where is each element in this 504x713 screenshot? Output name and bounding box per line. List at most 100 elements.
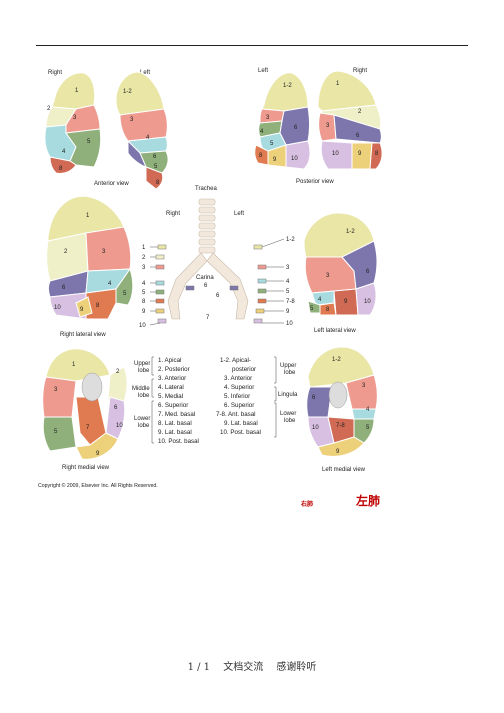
lb12 (253, 244, 263, 250)
tb-l78: 7-8 (286, 299, 295, 305)
carina-label: Carina (196, 275, 214, 281)
rl-seg5 (115, 267, 134, 306)
rb5 (155, 289, 165, 295)
footer-text-1: 文档交流 (223, 662, 264, 673)
legend-l-lower: Lower (280, 411, 296, 417)
rm-n6: 6 (114, 405, 118, 411)
anterior-right-label: Right (48, 70, 62, 76)
post-r-n2: 2 (358, 109, 362, 115)
rb10 (157, 318, 167, 324)
post-left-seg12 (261, 72, 309, 112)
tb-r7: 7 (206, 315, 210, 321)
lseg-5: 5. Inferior (224, 393, 250, 400)
legend-r-middle: Middle (132, 386, 150, 392)
post-r-n9: 9 (358, 151, 362, 157)
legend-r-lower: Lower (134, 416, 150, 422)
anterior-left-label: Left (140, 70, 150, 76)
lm-n3: 3 (362, 383, 366, 389)
rl-n3: 3 (102, 249, 106, 255)
ll-seg4 (311, 290, 335, 306)
rseg-10: 10. Post. basal (158, 438, 199, 445)
post-right-seg3 (318, 112, 337, 142)
legend-l-lower2: lobe (284, 418, 296, 424)
ll-n12: 1-2 (346, 229, 355, 235)
rl-n1: 1 (86, 213, 90, 219)
rm-n1: 1 (72, 362, 76, 368)
left-medial-caption: Left medial view (322, 467, 366, 473)
ll-n8: 8 (326, 307, 330, 313)
left-lateral-caption: Left lateral view (314, 328, 356, 334)
header-rule (36, 45, 468, 46)
post-l-n10: 10 (291, 156, 298, 162)
legend-l-upper2: lobe (284, 370, 296, 376)
lm-n12: 1-2 (332, 357, 341, 363)
ant-left-seg3 (119, 108, 168, 142)
rm-n5: 5 (54, 429, 58, 435)
right-lateral-view: 1 2 3 6 4 5 10 9 8 Right lateral view (46, 195, 134, 338)
post-l-n9: 9 (273, 157, 277, 163)
lm-seg6 (306, 386, 333, 418)
post-l-n3: 3 (266, 115, 270, 121)
tb-l12: 1-2 (286, 237, 295, 243)
post-right-seg10 (320, 140, 353, 170)
ll-n3: 3 (326, 273, 330, 279)
post-right-seg8 (369, 142, 383, 170)
rseg-2: 2. Posterior (158, 366, 190, 373)
rseg-1: 1. Apical (158, 357, 181, 364)
rm-n9: 9 (96, 451, 100, 457)
lm-n6: 6 (312, 395, 316, 401)
ll-n5: 5 (310, 306, 314, 312)
page-footer: 1 / 1 文档交流 感谢聆听 (0, 658, 504, 673)
rseg-9: 9. Lat. basal (158, 429, 192, 436)
post-l-n5: 5 (270, 141, 274, 147)
ant-right-seg1 (51, 72, 96, 110)
anterior-view: Right Left 1 2 3 4 5 8 1-2 3 4 6 (44, 70, 169, 190)
left-medial-view: 1-2 3 4 5 6 10 7-8 9 Left medial view (306, 346, 378, 473)
right-medial-caption: Right medial view (62, 465, 110, 471)
tb-r10: 10 (139, 323, 146, 329)
rm-n7: 7 (86, 425, 90, 431)
lb10 (253, 318, 263, 324)
rb9 (155, 308, 165, 314)
ll-seg10 (355, 282, 377, 316)
ant-l-n3: 3 (130, 117, 134, 123)
trachea-title: Trachea (195, 186, 217, 192)
legend-r-upper: Upper (134, 361, 150, 367)
rm-seg10 (105, 396, 126, 440)
lb78 (257, 298, 267, 304)
lseg-9: 9. Lat. basal (224, 420, 258, 427)
rl-n2: 2 (64, 249, 68, 255)
lm-n4: 4 (366, 407, 370, 413)
rb1 (157, 244, 167, 250)
rb3 (155, 264, 165, 270)
post-right-seg1 (317, 70, 377, 112)
ll-seg12 (303, 212, 375, 258)
left-lung-label: 左肺 (356, 494, 381, 508)
ll-n10: 10 (364, 299, 371, 305)
post-left-seg10 (285, 140, 311, 170)
tb-r4: 4 (142, 281, 146, 287)
post-l-n8: 8 (259, 153, 263, 159)
rl-seg10 (49, 292, 87, 320)
anterior-caption: Anterior view (94, 181, 129, 187)
ant-l-n8: 8 (156, 180, 160, 186)
post-right-seg9 (351, 142, 373, 170)
rl-n8: 8 (96, 303, 100, 309)
ll-n6: 6 (366, 269, 370, 275)
tb-r1: 1 (142, 245, 146, 251)
lb9 (255, 308, 265, 314)
lseg-78: 7-8. Ant. basal (216, 411, 256, 418)
post-r-n1: 1 (336, 81, 340, 87)
lb4 (257, 278, 267, 284)
rm-n3: 3 (54, 387, 58, 393)
rm-hilum (81, 372, 103, 402)
lm-n10: 10 (312, 425, 319, 431)
ant-l-n4: 4 (146, 135, 150, 141)
right-lateral-caption: Right lateral view (60, 332, 106, 338)
ll-n9: 9 (344, 299, 348, 305)
ant-r-n1: 1 (75, 88, 79, 94)
rseg-7: 7. Med. basal (158, 411, 195, 418)
rm-n2: 2 (116, 369, 120, 375)
lm-n78: 7-8 (336, 423, 345, 429)
posterior-caption: Posterior view (296, 179, 334, 185)
